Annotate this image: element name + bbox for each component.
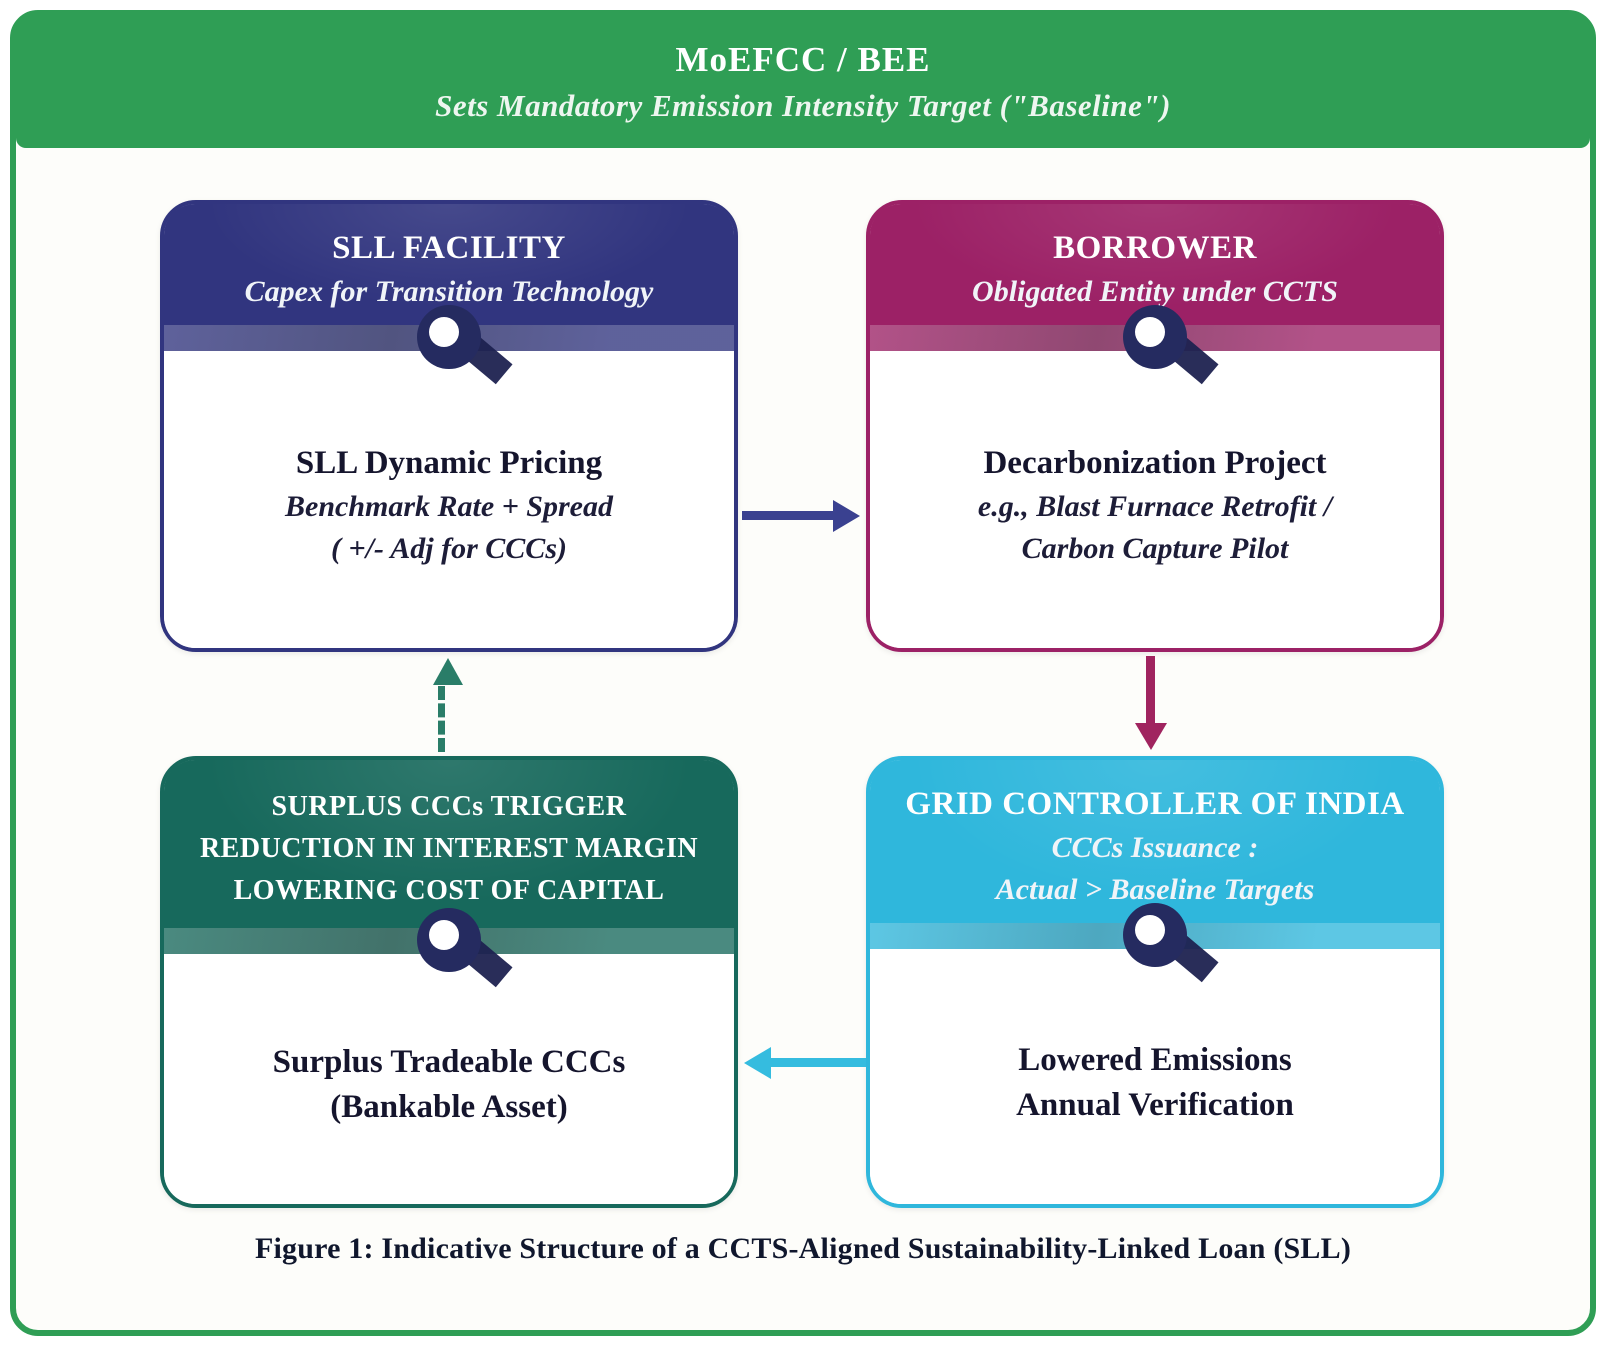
banner-title: MoEFCC / BEE: [675, 40, 931, 79]
body-title: Decarbonization Project: [983, 445, 1327, 481]
body-title: SLL Dynamic Pricing: [295, 445, 603, 481]
banner-subtitle: Sets Mandatory Emission Intensity Target…: [435, 88, 1171, 123]
card-title-line: SURPLUS CCCs TRIGGER: [271, 791, 627, 822]
card-grid-controller: GRID CONTROLLER OF INDIA CCCs Issuance :…: [866, 756, 1444, 1208]
figure-caption: Figure 1: Indicative Structure of a CCTS…: [254, 1232, 1352, 1265]
body-title: Lowered Emissions: [1018, 1041, 1292, 1078]
card-surplus-cccs-header: SURPLUS CCCs TRIGGER REDUCTION IN INTERE…: [164, 760, 734, 928]
card-grid-controller-header: GRID CONTROLLER OF INDIA CCCs Issuance :…: [870, 760, 1440, 923]
body-line: ( +/- Adj for CCCs): [330, 532, 567, 565]
arrow-grid-controller-to-surplus: [744, 1046, 866, 1079]
card-title: GRID CONTROLLER OF INDIA: [905, 786, 1405, 822]
card-sll-facility-header: SLL FACILITY Capex for Transition Techno…: [164, 204, 734, 325]
body-title: Surplus Tradeable CCCs: [272, 1044, 626, 1080]
pin-icon: [417, 305, 481, 369]
card-grid-controller-body: Lowered Emissions Annual Verification: [870, 903, 1440, 1204]
body-line: Benchmark Rate + Spread: [285, 490, 613, 523]
pin-icon: [1123, 903, 1187, 967]
card-subtitle: Actual > Baseline Targets: [995, 873, 1315, 906]
pin-icon: [1123, 305, 1187, 369]
card-subtitle: Obligated Entity under CCTS: [972, 275, 1338, 308]
pin-icon: [417, 908, 481, 972]
card-sll-facility-body: SLL Dynamic Pricing Benchmark Rate + Spr…: [164, 305, 734, 648]
card-borrower: BORROWER Obligated Entity under CCTS Dec…: [866, 200, 1444, 652]
card-subtitle: Capex for Transition Technology: [244, 275, 654, 308]
body-title: (Bankable Asset): [330, 1089, 568, 1125]
card-title-line: LOWERING COST OF CAPITAL: [233, 875, 665, 906]
card-sll-facility: SLL FACILITY Capex for Transition Techno…: [160, 200, 738, 652]
card-surplus-cccs: SURPLUS CCCs TRIGGER REDUCTION IN INTERE…: [160, 756, 738, 1208]
arrow-borrower-to-grid-controller: [1134, 656, 1167, 750]
body-line: e.g., Blast Furnace Retrofit /: [977, 490, 1333, 523]
arrow-sll-to-borrower: [742, 499, 860, 532]
banner-moefcc-bee: MoEFCC / BEE Sets Mandatory Emission Int…: [16, 16, 1590, 148]
card-title: BORROWER: [1053, 230, 1257, 266]
body-title: Annual Verification: [1016, 1086, 1294, 1123]
body-line: Carbon Capture Pilot: [1021, 532, 1289, 565]
card-title: SLL FACILITY: [332, 230, 566, 266]
card-borrower-body: Decarbonization Project e.g., Blast Furn…: [870, 305, 1440, 648]
arrow-surplus-to-sll-dashed: [433, 658, 463, 752]
card-subtitle: CCCs Issuance :: [1051, 831, 1259, 864]
card-surplus-cccs-body: Surplus Tradeable CCCs (Bankable Asset): [164, 908, 734, 1204]
card-title-line: REDUCTION IN INTEREST MARGIN: [199, 833, 699, 864]
card-borrower-header: BORROWER Obligated Entity under CCTS: [870, 204, 1440, 325]
